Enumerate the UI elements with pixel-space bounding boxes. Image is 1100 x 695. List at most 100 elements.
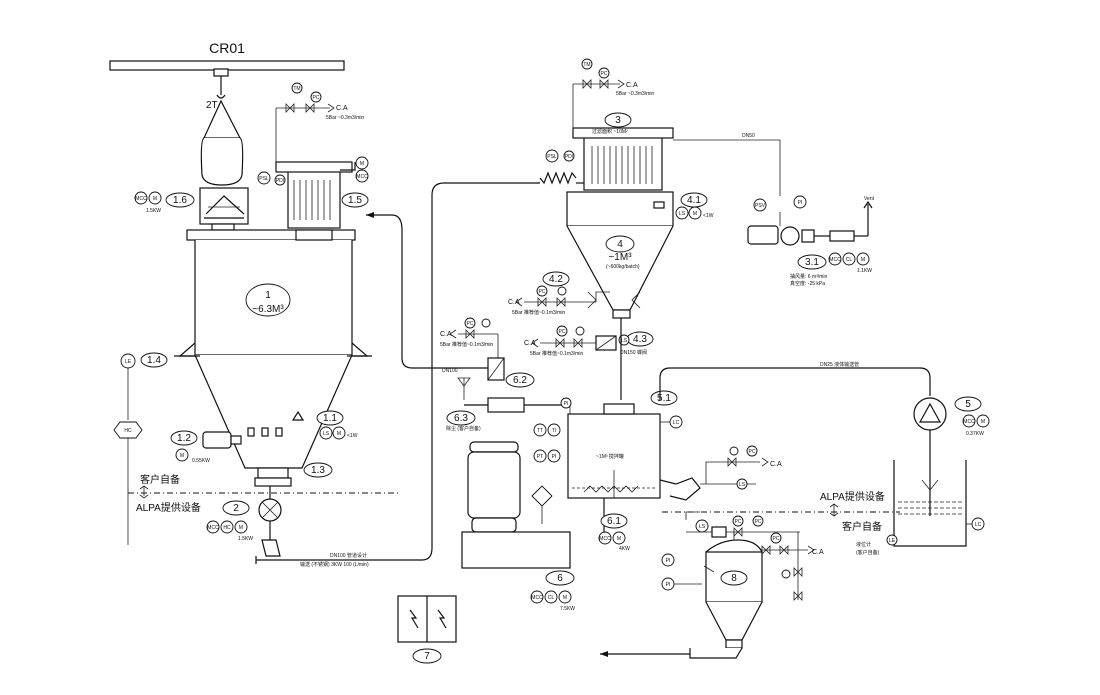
- svg-text:C.A: C.A: [440, 331, 452, 338]
- svg-text:PC: PC: [539, 289, 546, 295]
- svg-text:PDI: PDI: [276, 178, 284, 184]
- svg-text:1.1KW: 1.1KW: [857, 268, 872, 274]
- svg-text:M: M: [360, 161, 364, 167]
- svg-text:HC: HC: [223, 525, 231, 531]
- svg-text:C.A: C.A: [770, 461, 782, 468]
- receiver-volume: ~1M³: [608, 252, 632, 263]
- line-spec-top: DN100 管道设计: [330, 552, 367, 559]
- svg-text:PC: PC: [773, 536, 780, 542]
- svg-text:<1W: <1W: [703, 213, 714, 219]
- mixer-note: ~1M³ 搅拌罐: [596, 453, 624, 460]
- svg-text:5Bar 推荐值~0.1m3/min: 5Bar 推荐值~0.1m3/min: [530, 350, 583, 357]
- svg-text:1.1: 1.1: [323, 413, 337, 424]
- svg-text:M: M: [861, 257, 865, 263]
- svg-text:PSL: PSL: [547, 154, 557, 160]
- tag-7: 7: [424, 651, 430, 662]
- svg-text:8: 8: [731, 573, 737, 584]
- valve-4-3-note: DN150 蝶阀: [620, 349, 647, 356]
- vacuum-pump-3-1: PSV PI Vent 3.1 MCC CL M 1.1KW 抽风量: 6 m³…: [747, 195, 875, 287]
- liquid-line-spec: DN25 液体输送管: [820, 361, 859, 368]
- svg-text:PC: PC: [559, 329, 566, 335]
- svg-text:5Bar ~0.3m3/min: 5Bar ~0.3m3/min: [616, 91, 654, 97]
- vacuum-line-spec: DN50: [742, 133, 755, 139]
- silo-1: 1 ~6.3M³ 1.2 M 0.55KW 1.1 LS M <1W 1.3 2…: [170, 229, 372, 564]
- svg-text:PDI: PDI: [565, 154, 573, 160]
- battery-limit-left: 客户自备 ALPA提供设备: [128, 473, 400, 514]
- control-cabinet-7: 7: [397, 595, 457, 664]
- svg-text:4.2: 4.2: [549, 274, 563, 285]
- pump-spec-2: 真空度: -25 kPa: [790, 280, 825, 287]
- svg-text:4KW: 4KW: [619, 546, 630, 552]
- svg-text:5: 5: [965, 399, 971, 410]
- svg-text:PI: PI: [666, 558, 671, 564]
- svg-text:LS: LS: [739, 482, 746, 488]
- crane-capacity: 2T: [206, 100, 218, 111]
- alpa-supply-right: ALPA提供设备: [820, 490, 885, 503]
- svg-text:PC: PC: [467, 321, 474, 327]
- svg-text:TM: TM: [583, 62, 590, 68]
- svg-text:4.3: 4.3: [633, 334, 647, 345]
- svg-text:MCC: MCC: [599, 536, 611, 542]
- svg-text:LS: LS: [621, 338, 628, 344]
- svg-text:0.37KW: 0.37KW: [966, 431, 984, 437]
- svg-text:PI: PI: [666, 582, 671, 588]
- svg-text:M: M: [153, 196, 157, 202]
- svg-text:1.3: 1.3: [311, 465, 325, 476]
- svg-text:6.1: 6.1: [607, 516, 621, 527]
- filter-3-spec: 过滤面积 ~10M²: [592, 128, 628, 135]
- dust-collector-note: 除尘 (客户自备): [446, 425, 481, 432]
- client-supply-left: 客户自备: [140, 473, 180, 486]
- receiver-capacity-note: (~600kg/batch): [606, 264, 640, 270]
- svg-text:LS: LS: [679, 211, 686, 217]
- svg-text:PC: PC: [749, 449, 756, 455]
- svg-text:3: 3: [615, 115, 621, 126]
- svg-text:5Bar 推荐值~0.1m3/min: 5Bar 推荐值~0.1m3/min: [440, 341, 493, 348]
- svg-text:1.2: 1.2: [177, 433, 191, 444]
- svg-text:MCC: MCC: [829, 257, 841, 263]
- battery-limit-right: ALPA提供设备 客户自备: [662, 490, 900, 533]
- svg-text:CL: CL: [548, 595, 555, 601]
- svg-text:M: M: [981, 419, 985, 425]
- alpa-supply-left: ALPA提供设备: [136, 501, 201, 514]
- svg-text:LC: LC: [975, 522, 982, 528]
- svg-text:1.5: 1.5: [348, 195, 362, 206]
- svg-text:PSV: PSV: [755, 203, 766, 209]
- liquid-pump-5: DN25 液体输送管 5 MCC M 0.37KW LC LE 液位计 (客户自…: [659, 361, 990, 556]
- svg-text:1.5KW: 1.5KW: [238, 536, 253, 542]
- fluidising-air-4-2: 4.2 C.A PC 5Bar 推荐值~0.1m3/min: [508, 271, 610, 316]
- svg-text:6: 6: [557, 573, 563, 584]
- svg-text:6.2: 6.2: [513, 375, 527, 386]
- svg-text:M: M: [563, 595, 567, 601]
- svg-text:4.1: 4.1: [687, 195, 701, 206]
- svg-text:LC: LC: [673, 420, 680, 426]
- svg-text:PC: PC: [601, 71, 608, 77]
- svg-text:PI: PI: [552, 454, 557, 460]
- tag-1: 1: [265, 290, 271, 301]
- discharge-valve-4-3: 4.3 C.A PC 5Bar 推荐值~0.1m3/min LS DN150 蝶…: [524, 325, 654, 357]
- svg-text:M: M: [337, 431, 341, 437]
- mixer-6: C.A PC 5Bar 推荐值~0.1m3/min DN100 6.2 6.3 …: [440, 317, 782, 612]
- svg-text:3.1: 3.1: [805, 257, 819, 268]
- svg-text:PT: PT: [537, 454, 543, 460]
- svg-text:LE: LE: [125, 359, 132, 365]
- pump-spec-1: 抽风量: 6 m³/min: [790, 273, 827, 280]
- svg-text:<1W: <1W: [347, 433, 358, 439]
- svg-text:MCC: MCC: [963, 419, 975, 425]
- svg-text:LE: LE: [889, 538, 896, 544]
- svg-text:C.A: C.A: [336, 105, 348, 112]
- svg-text:TI: TI: [552, 428, 556, 434]
- svg-text:6.3: 6.3: [454, 413, 468, 424]
- vessel-8: LS PC PC PC C.A PI PI 8: [600, 511, 824, 659]
- line-spec-bottom: 输送 (不锈钢) 3KW 100 (L/min): [300, 561, 369, 568]
- svg-text:LS: LS: [323, 431, 330, 437]
- tag-1-6: 1.6: [173, 195, 187, 206]
- svg-text:1.4: 1.4: [147, 355, 161, 366]
- svg-text:PI: PI: [798, 200, 803, 206]
- svg-text:HC: HC: [124, 428, 132, 434]
- svg-text:0.55KW: 0.55KW: [192, 458, 210, 464]
- power-1-6: 1.5KW: [146, 208, 161, 214]
- svg-text:PC: PC: [313, 95, 320, 101]
- client-supply-right: 客户自备: [842, 520, 882, 533]
- svg-text:M: M: [617, 536, 621, 542]
